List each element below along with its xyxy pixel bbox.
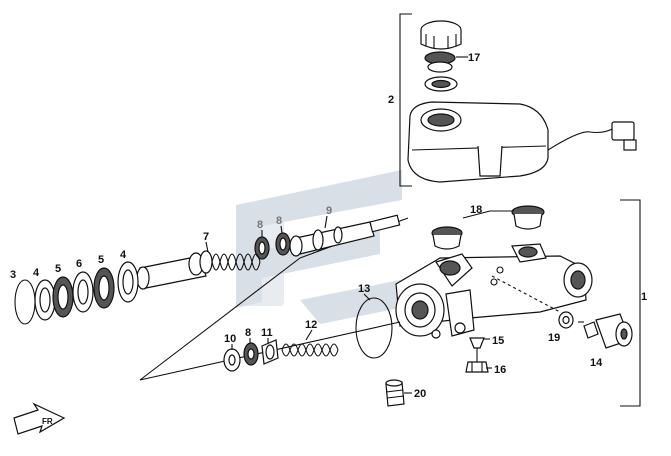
piston-9: [289, 214, 401, 257]
washer-4a: [34, 279, 56, 321]
label-1: 1: [641, 291, 647, 303]
part-labels: 1 2 3 4 5 6 5 4 7 8 8 9 10 8 11 12 13 14…: [10, 52, 647, 400]
label-15: 15: [492, 335, 504, 347]
label-10: 10: [224, 333, 236, 345]
fluid-reservoir: [407, 101, 637, 183]
label-20: 20: [414, 388, 426, 400]
label-5b: 5: [98, 254, 104, 266]
primary-piston: [136, 250, 213, 290]
reservoir-cap: [420, 20, 462, 50]
label-12: 12: [305, 319, 317, 331]
label-6: 6: [76, 258, 82, 270]
leader-lines: [205, 56, 584, 394]
label-14: 14: [590, 357, 603, 369]
master-cylinder-body: [395, 243, 593, 339]
cap-seal: [424, 51, 456, 73]
pressure-switch-14: [583, 313, 633, 349]
label-8a: 8: [257, 219, 263, 231]
seal-8c: [243, 342, 259, 366]
ring-6: [72, 271, 94, 313]
label-19: 19: [548, 332, 560, 344]
retaining-ring-3: [14, 279, 36, 325]
label-17: 17: [468, 52, 480, 64]
washer-10: [223, 348, 241, 372]
ring-5a: [52, 276, 74, 318]
bleed-nut-16: [465, 361, 489, 373]
bleed-nipple-15: [469, 337, 485, 362]
label-16: 16: [494, 364, 506, 376]
reservoir-filter: [424, 76, 458, 92]
label-7: 7: [203, 231, 209, 243]
washer-19: [558, 311, 574, 329]
direction-label: FR: [42, 417, 53, 426]
label-3: 3: [10, 269, 16, 281]
label-8c: 8: [245, 327, 251, 339]
direction-arrow-icon: FR: [13, 402, 66, 435]
label-2: 2: [388, 94, 394, 106]
washer-4b: [117, 261, 139, 303]
bushing-20: [385, 379, 405, 407]
label-18: 18: [470, 204, 482, 216]
label-4b: 4: [120, 249, 127, 261]
label-11: 11: [261, 327, 273, 339]
reservoir-bracket: [399, 13, 412, 187]
cup-11: [261, 339, 279, 365]
label-5a: 5: [55, 263, 61, 275]
cylinder-bracket: [620, 199, 641, 407]
seal-8a: [254, 236, 270, 260]
seal-8b: [275, 232, 291, 256]
reservoir-seals: [431, 205, 545, 250]
label-9: 9: [326, 205, 332, 217]
label-4a: 4: [33, 267, 40, 279]
label-13: 13: [358, 283, 370, 295]
spring-7: [211, 253, 261, 271]
o-ring-13: [355, 297, 393, 359]
spring-12: [281, 343, 339, 357]
ring-5b: [93, 267, 115, 309]
label-8b: 8: [276, 215, 282, 227]
